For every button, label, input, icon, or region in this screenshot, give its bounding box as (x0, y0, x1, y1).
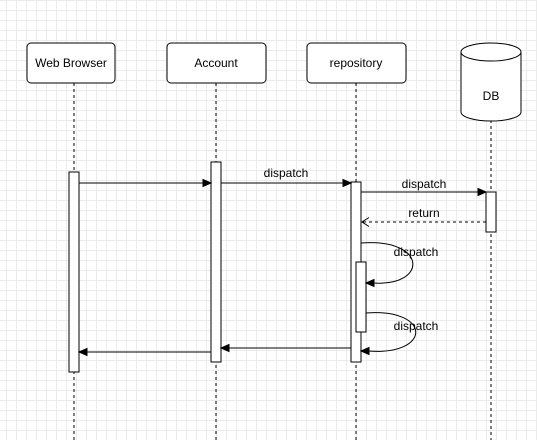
message-browser-to-account (79, 178, 213, 188)
db-activation (485, 191, 497, 233)
web-browser-activation (68, 171, 80, 373)
message-label: return (408, 206, 439, 220)
message-self-call-2: dispatch (359, 312, 439, 356)
repository-nested-activation (355, 261, 367, 333)
message-self-call-1: dispatch (360, 242, 439, 288)
participant-db[interactable]: DB (460, 42, 522, 122)
db-cylinder-top (460, 42, 522, 62)
web-browser-box (26, 42, 116, 84)
account-label: Account (194, 56, 238, 70)
repository-label: repository (330, 56, 383, 70)
account-activation (210, 161, 222, 363)
message-db-return: return (361, 206, 486, 227)
db-cylinder-body (460, 52, 522, 122)
message-account-to-browser (77, 347, 211, 357)
account-box (166, 42, 267, 84)
message-account-to-repository: dispatch (221, 166, 353, 188)
db-label: DB (483, 89, 500, 103)
web-browser-label: Web Browser (35, 56, 107, 70)
participant-account[interactable]: Account (166, 42, 267, 84)
message-repository-to-db: dispatch (361, 177, 488, 197)
message-label: dispatch (402, 177, 447, 191)
message-label: dispatch (394, 319, 439, 333)
message-repository-to-account (219, 343, 351, 353)
repository-box (306, 42, 407, 84)
message-label: dispatch (394, 245, 439, 259)
participant-web-browser[interactable]: Web Browser (26, 42, 116, 84)
message-label: dispatch (264, 166, 309, 180)
participant-repository[interactable]: repository (306, 42, 407, 84)
